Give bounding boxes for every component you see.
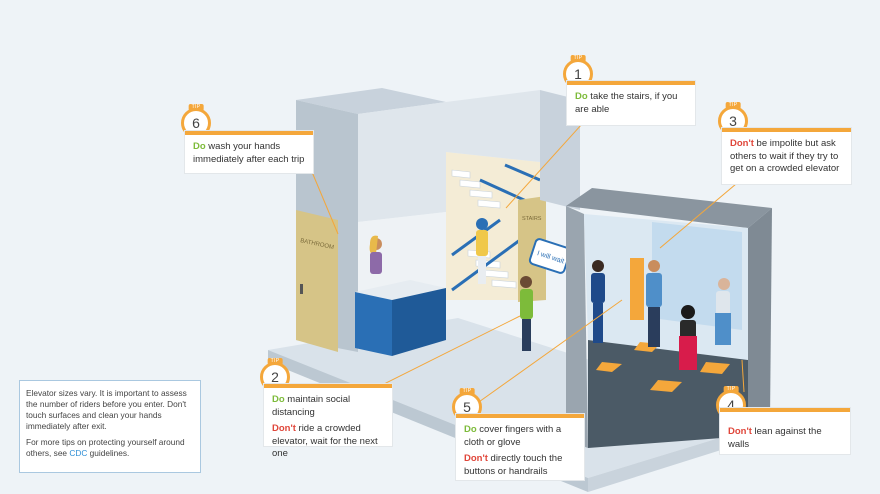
tip-4-dont-text: lean against the walls xyxy=(728,426,822,450)
person-elevator-3-head xyxy=(681,305,695,319)
tip-2-dont-text: ride a crowded elevator, wait for the ne… xyxy=(272,423,378,459)
floor-marker-1 xyxy=(596,362,622,372)
tip-2-card: Do maintain social distancing Don't ride… xyxy=(264,384,392,459)
bathroom-top xyxy=(296,88,446,114)
info-paragraph-2: For more tips on protecting yourself aro… xyxy=(26,437,194,459)
tip-6-badge-label: TIP xyxy=(188,104,204,111)
tip-3-line-1: Don't be impolite but ask others to wait… xyxy=(730,138,844,176)
person-waiting-body xyxy=(520,289,533,319)
person-elevator-4-body xyxy=(716,291,730,315)
tip-4-number: 4 xyxy=(727,397,735,413)
tip-1-line-1: Do take the stairs, if you are able xyxy=(575,91,688,116)
stairwell-side xyxy=(446,90,540,162)
person-elevator-4-head xyxy=(718,278,730,290)
leader-lines xyxy=(311,123,745,415)
tip-3-dont-text: be impolite but ask others to wait if th… xyxy=(730,138,840,174)
tip-1-number: 1 xyxy=(574,66,582,82)
sink-cabinet-side xyxy=(392,288,446,356)
tip-5-do-text: cover fingers with a cloth or glove xyxy=(464,424,562,448)
person-elevator-2-head xyxy=(648,260,660,272)
tip-3-number: 3 xyxy=(729,113,737,129)
floor-marker-4 xyxy=(700,362,730,374)
tip-1-do-keyword: Do xyxy=(575,91,588,102)
tip-2-badge-label: TIP xyxy=(267,358,283,365)
person-elevator-4-skirt xyxy=(715,313,731,345)
tip-3-badge-label: TIP xyxy=(725,102,741,109)
tip-5-dont-text: directly touch the buttons or handrails xyxy=(464,453,563,477)
tip-3-card: Don't be impolite but ask others to wait… xyxy=(722,128,851,184)
tip-4-card: Don't lean against the walls xyxy=(720,408,850,454)
tip-2-line-1: Do maintain social distancing xyxy=(272,394,385,419)
bathroom-inner xyxy=(358,212,446,300)
person-washing-body xyxy=(370,252,382,274)
person-waiting-legs xyxy=(522,319,531,351)
tip-6-line-1: Do wash your hands immediately after eac… xyxy=(193,141,306,166)
tip-4-line-1: Don't lean against the walls xyxy=(728,426,843,451)
bathroom-door xyxy=(296,210,338,352)
tip-5-dont-keyword: Don't xyxy=(464,453,488,464)
info-paragraph-2-suffix: guidelines. xyxy=(87,448,130,458)
tip-1-do-text: take the stairs, if you are able xyxy=(575,91,678,115)
tip-4-badge-label: TIP xyxy=(723,386,739,393)
person-washing-hair xyxy=(369,235,378,255)
person-elevator-2-body xyxy=(646,273,662,307)
tip-3-dont-keyword: Don't xyxy=(730,138,754,149)
tip-5-card: Do cover fingers with a cloth or glove D… xyxy=(456,414,584,480)
person-elevator-3-skirt xyxy=(679,336,697,370)
stairs-sign: STAIRS xyxy=(522,216,542,222)
tip-2-line-2: Don't ride a crowded elevator, wait for … xyxy=(272,423,385,461)
door-handle xyxy=(300,284,303,294)
person-elevator-1-legs xyxy=(593,303,603,343)
info-paragraph-1: Elevator sizes vary. It is important to … xyxy=(26,388,187,431)
elevator-roof xyxy=(566,188,772,228)
floor-marker-3 xyxy=(650,380,682,392)
tip-1-badge-label: TIP xyxy=(570,55,586,62)
elevator-button-panel xyxy=(630,258,644,320)
tip-6-do-keyword: Do xyxy=(193,141,206,152)
tip-5-number: 5 xyxy=(463,399,471,415)
person-elevator-2-legs xyxy=(648,307,660,347)
tip-6-card: Do wash your hands immediately after eac… xyxy=(185,131,313,173)
cdc-link[interactable]: CDC xyxy=(69,448,88,458)
sink-top xyxy=(355,280,446,300)
tip-6-number: 6 xyxy=(192,115,200,131)
tip-2-number: 2 xyxy=(271,369,279,385)
tip-4-dont-keyword: Don't xyxy=(728,426,752,437)
person-stairs-legs xyxy=(478,256,486,284)
info-paragraph-2-prefix: For more tips on protecting yourself aro… xyxy=(26,437,185,458)
tip-6-do-text: wash your hands immediately after each t… xyxy=(193,141,305,165)
info-box: Elevator sizes vary. It is important to … xyxy=(19,380,201,473)
person-waiting-head xyxy=(520,276,532,288)
elevator-left-wall xyxy=(566,206,588,448)
person-stairs-body xyxy=(476,230,488,256)
elevator-right-wall xyxy=(748,208,772,436)
stairwell-door xyxy=(518,196,546,302)
tip-5-line-2: Don't directly touch the buttons or hand… xyxy=(464,453,577,478)
tip-5-do-keyword: Do xyxy=(464,424,477,435)
bathroom-wall-front xyxy=(358,102,446,222)
tip-2-do-text: maintain social distancing xyxy=(272,394,351,418)
tip-5-badge-label: TIP xyxy=(459,388,475,395)
tip-5-line-1: Do cover fingers with a cloth or glove xyxy=(464,424,577,449)
tip-1-card: Do take the stairs, if you are able xyxy=(567,81,695,125)
person-elevator-1-head xyxy=(592,260,604,272)
person-stairs-head xyxy=(476,218,488,230)
person-elevator-1-body xyxy=(591,273,605,303)
tip-2-do-keyword: Do xyxy=(272,394,285,405)
tip-2-dont-keyword: Don't xyxy=(272,423,296,434)
sink-cabinet-front xyxy=(355,292,392,356)
